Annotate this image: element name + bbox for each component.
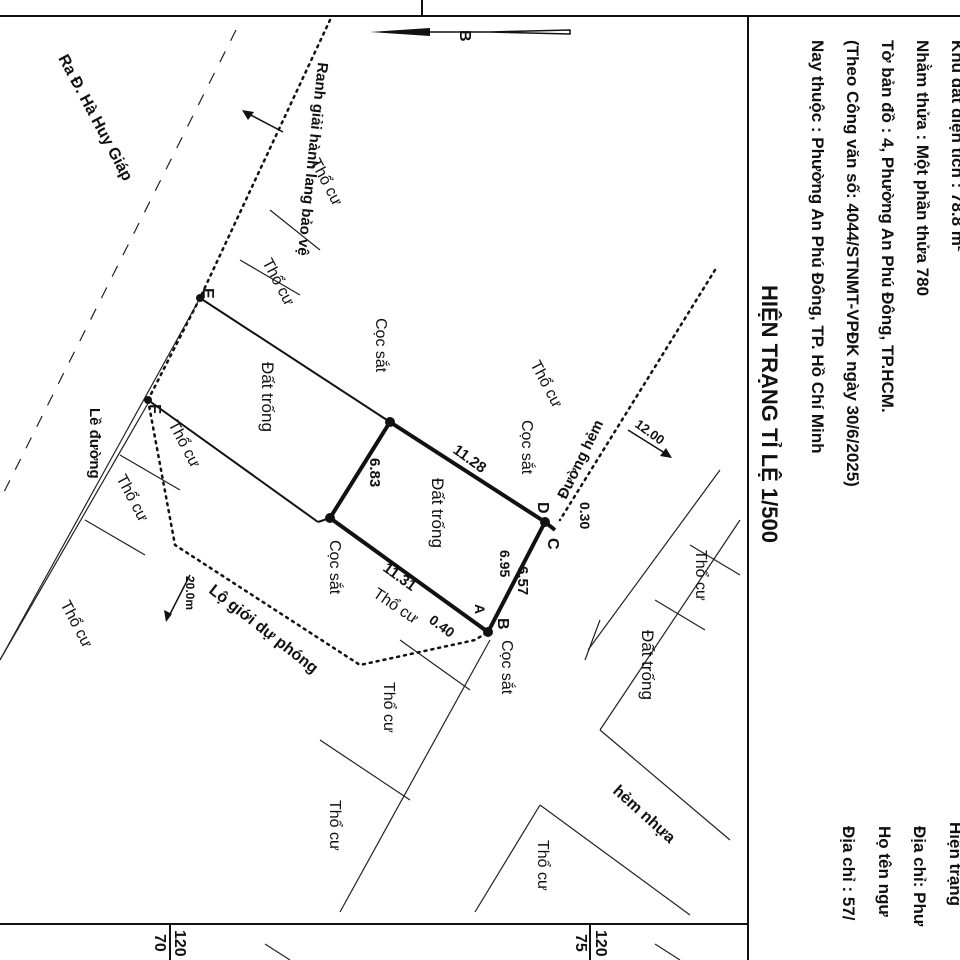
residential-label: Thổ cư — [692, 550, 710, 601]
point-marker — [144, 396, 152, 404]
point-c: C — [544, 538, 561, 550]
planned-boundary-line — [146, 398, 490, 667]
stake-label: Cọc sắt — [372, 318, 391, 373]
residential-label: Thổ cư — [326, 800, 344, 851]
point-d: D — [534, 502, 551, 514]
road-edge-label: Lề đường — [86, 408, 103, 479]
north-symbol: B — [456, 30, 473, 42]
document-line: (Theo Công văn số: 4044/STNMT-VPĐK ngày … — [843, 40, 862, 487]
stake-marker — [483, 627, 493, 637]
stake-marker — [540, 517, 550, 527]
fe-dotted-edge — [146, 296, 202, 402]
point-e: E — [199, 288, 216, 299]
stake-label: Cọc sắt — [326, 540, 345, 595]
land-use-labels: Đất trống Đất trống Đất trống Cọc sắt Cọ… — [258, 318, 657, 700]
planned-width-label: 20.0m — [183, 576, 197, 610]
bottom-value: 120 — [592, 930, 609, 957]
point-labels: F E D C B A — [146, 288, 561, 630]
bottom-value: 75 — [572, 934, 589, 952]
right-panel-address2: Địa chỉ : 57/ — [839, 826, 858, 921]
right-panel-title: Hiện trạng — [946, 822, 960, 906]
point-a: A — [472, 604, 488, 614]
parcel-land-use: Đất trống — [428, 478, 447, 548]
stake-label: Cọc sắt — [518, 420, 537, 475]
right-panel: Hiện trạng Địa chỉ: Phư Họ tên ngư Địa c… — [839, 822, 960, 927]
stake-marker — [385, 417, 395, 427]
map-sheet-line: Tờ bản đồ : 4, Phường An Phú Đông, TP.HC… — [878, 40, 897, 413]
stake-markers — [144, 294, 550, 637]
parcel-line: Nhằm thửa : Một phần thửa 780 — [913, 40, 932, 296]
road-centerline — [0, 29, 237, 501]
residential-label: Thổ cư — [380, 682, 398, 733]
dimension-label: 0.30 — [577, 502, 593, 529]
point-f: F — [146, 404, 163, 414]
bottom-strip: 120 70 120 75 — [151, 924, 681, 960]
right-panel-address: Địa chỉ: Phư — [910, 826, 929, 927]
vacant-label: Đất trống — [638, 630, 657, 700]
page-title: HIỆN TRẠNG TỈ LỆ 1/500 — [757, 285, 782, 543]
area-line: Khu đất diện tích : 78.8 m² — [948, 40, 960, 252]
point-b: B — [494, 618, 511, 630]
road-edges — [0, 18, 332, 501]
north-arrow: B — [370, 28, 571, 42]
dimension-label: 6.57 — [514, 566, 531, 595]
dimension-label: 6.95 — [497, 550, 513, 577]
point-marker — [196, 294, 204, 302]
direction-arrows — [164, 110, 672, 622]
stake-marker — [325, 513, 335, 523]
stake-label: Cọc sắt — [498, 640, 517, 695]
residential-label: Thổ cư — [534, 840, 552, 891]
bottom-value: 70 — [151, 934, 168, 952]
dimension-label: 6.83 — [366, 458, 383, 487]
lane-boundary-line — [558, 268, 717, 522]
right-panel-name: Họ tên ngư — [875, 826, 894, 917]
ward-line: Nay thuộc : Phường An Phú Đông, TP. Hồ C… — [808, 40, 827, 453]
bottom-value: 120 — [171, 930, 188, 957]
header-block: Khu đất diện tích : 78.8 m² Nhằm thửa : … — [757, 40, 960, 543]
lot-lines — [0, 209, 741, 916]
protection-boundary-line — [198, 18, 332, 300]
vacant-label: Đất trống — [258, 362, 277, 432]
